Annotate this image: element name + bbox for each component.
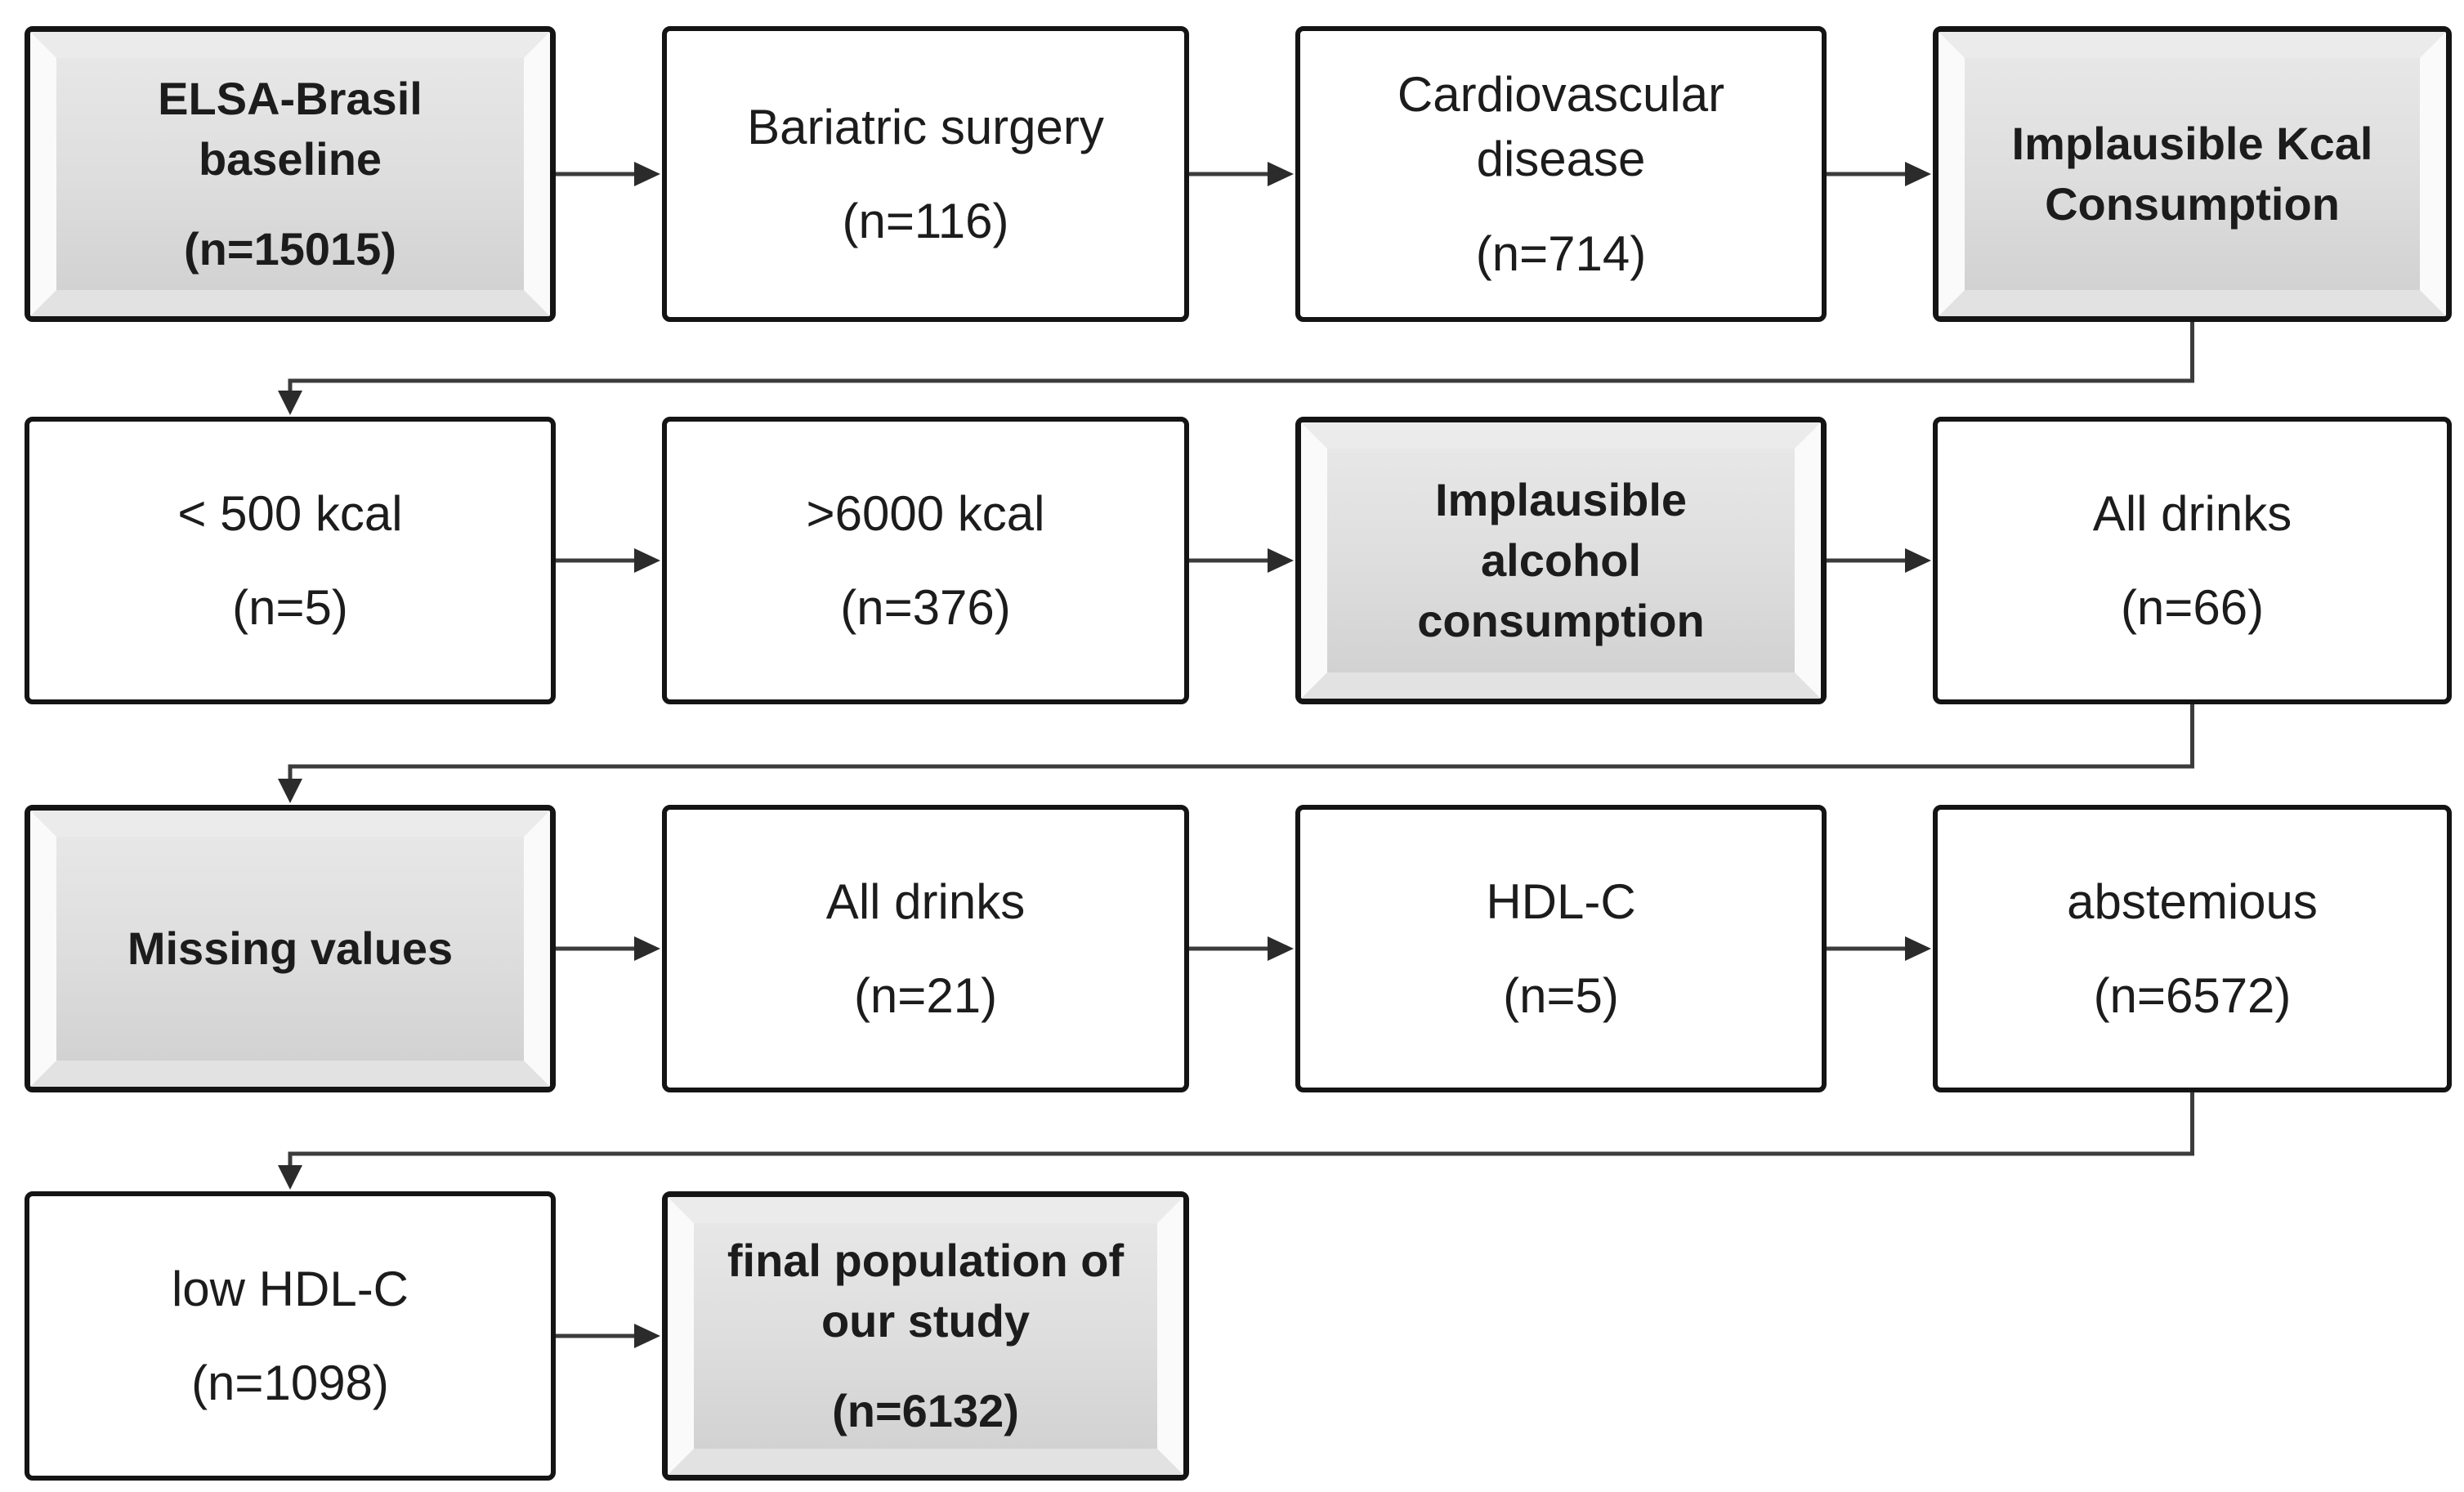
box-label-line: alcohol: [1480, 534, 1642, 587]
box-count-label: (n=15015): [184, 222, 396, 275]
box-text: low HDL-C (n=1098): [29, 1196, 551, 1476]
box-text: HDL-C (n=5): [1300, 810, 1822, 1088]
flow-box-missing-values: Missing values: [25, 805, 556, 1092]
box-text: Bariatric surgery (n=116): [667, 31, 1184, 317]
flow-box-final-population: final population of our study (n=6132): [662, 1191, 1189, 1481]
connector-line: [288, 322, 2194, 397]
beveled-panel: [1939, 32, 2446, 316]
arrowhead-icon: [634, 936, 660, 961]
box-text: Missing values: [30, 811, 550, 1087]
flow-box-implausible-alcohol: Implausible alcohol consumption: [1295, 417, 1827, 704]
flow-box-hdl-c: HDL-C (n=5): [1295, 805, 1827, 1092]
box-label-line: consumption: [1417, 594, 1705, 646]
flow-box-abstemious: abstemious (n=6572): [1933, 805, 2452, 1092]
box-text: final population of our study (n=6132): [668, 1197, 1183, 1475]
flow-box-bariatric-surgery: Bariatric surgery (n=116): [662, 26, 1189, 322]
box-count-label: (n=5): [1503, 968, 1619, 1023]
box-label-line: baseline: [198, 133, 382, 185]
arrowhead-icon: [1905, 162, 1931, 186]
box-label-line: final population of: [727, 1235, 1125, 1287]
box-label-line: All drinks: [825, 873, 1026, 929]
arrowhead-icon: [278, 779, 302, 803]
box-count-label: (n=6572): [2093, 968, 2292, 1023]
connector-line: [288, 1092, 2194, 1172]
box-label-line: >6000 kcal: [806, 485, 1045, 541]
box-count-label: (n=376): [840, 580, 1011, 635]
box-count-label: (n=1098): [191, 1356, 389, 1410]
box-label-line: Implausible: [1434, 474, 1688, 526]
box-label-line: Missing values: [127, 922, 454, 975]
flow-box-over-6000-kcal: >6000 kcal (n=376): [662, 417, 1189, 704]
arrowhead-icon: [634, 162, 660, 186]
arrowhead-icon: [1268, 936, 1294, 961]
box-label-line: All drinks: [2092, 485, 2292, 541]
flow-box-all-drinks-21: All drinks (n=21): [662, 805, 1189, 1092]
connector-line: [288, 704, 2194, 785]
box-label-line: ELSA-Brasil: [158, 73, 423, 125]
box-count-label: (n=6132): [832, 1384, 1019, 1436]
flow-box-elsa-baseline: ELSA-Brasil baseline (n=15015): [25, 26, 556, 322]
box-label-line: Implausible Kcal: [2011, 118, 2373, 170]
box-label-line: Bariatric surgery: [747, 99, 1104, 154]
arrowhead-icon: [1905, 548, 1931, 573]
box-count-label: (n=116): [842, 194, 1009, 248]
box-text: >6000 kcal (n=376): [667, 422, 1184, 699]
beveled-panel: [668, 1197, 1183, 1475]
arrowhead-icon: [1268, 162, 1294, 186]
box-label-line: < 500 kcal: [177, 485, 403, 541]
beveled-panel: [1301, 422, 1821, 699]
flow-box-cardiovascular-disease: Cardiovascular disease (n=714): [1295, 26, 1827, 322]
arrowhead-icon: [278, 1165, 302, 1190]
flow-box-all-drinks-66: All drinks (n=66): [1933, 417, 2452, 704]
box-text: All drinks (n=66): [1938, 422, 2447, 699]
box-text: Implausible alcohol consumption: [1301, 422, 1821, 699]
box-label-line: our study: [821, 1295, 1031, 1347]
arrowhead-icon: [1905, 936, 1931, 961]
box-count-label: (n=66): [2120, 580, 2265, 635]
arrowhead-icon: [634, 1324, 660, 1348]
box-label-line: disease: [1476, 132, 1646, 187]
box-label-line: HDL-C: [1486, 873, 1636, 929]
box-count-label: (n=21): [853, 968, 998, 1023]
box-count-label: (n=714): [1475, 226, 1647, 281]
flow-box-low-hdl-c: low HDL-C (n=1098): [25, 1191, 556, 1481]
box-count-label: (n=5): [232, 580, 348, 635]
box-label-line: Consumption: [2045, 178, 2340, 230]
arrowhead-icon: [634, 548, 660, 573]
arrowhead-icon: [1268, 548, 1294, 573]
box-text: abstemious (n=6572): [1938, 810, 2447, 1088]
arrowhead-icon: [278, 391, 302, 415]
box-label-line: abstemious: [2067, 873, 2318, 929]
box-label-line: low HDL-C: [171, 1261, 409, 1316]
box-label-line: Cardiovascular: [1397, 67, 1725, 123]
flow-box-under-500-kcal: < 500 kcal (n=5): [25, 417, 556, 704]
beveled-panel: [30, 811, 550, 1087]
box-text: < 500 kcal (n=5): [29, 422, 551, 699]
box-text: All drinks (n=21): [667, 810, 1184, 1088]
beveled-panel: [30, 32, 550, 316]
box-text: ELSA-Brasil baseline (n=15015): [30, 32, 550, 316]
box-text: Cardiovascular disease (n=714): [1300, 31, 1822, 317]
